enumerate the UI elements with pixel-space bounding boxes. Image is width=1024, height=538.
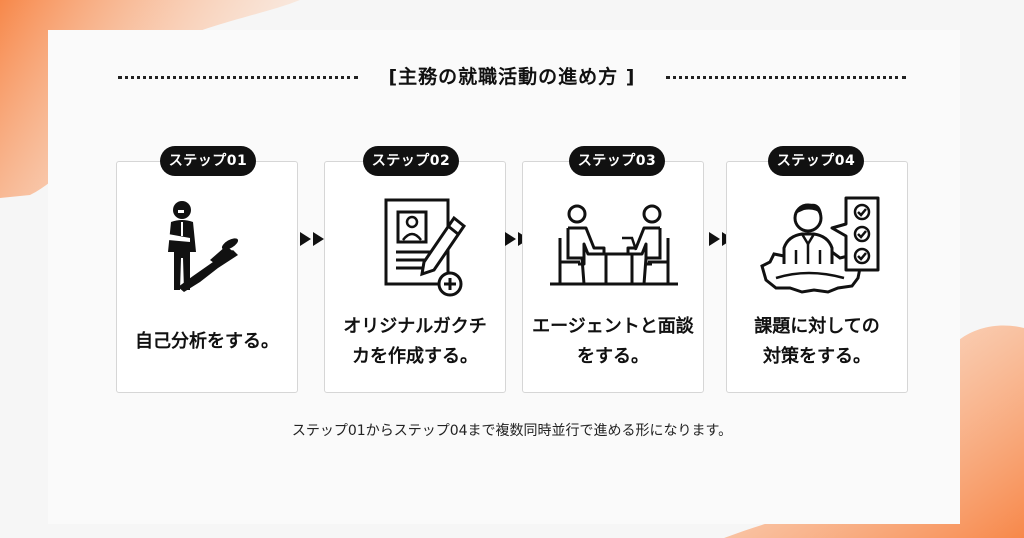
step-card-03: エージェントと面談 をする。 xyxy=(522,161,704,393)
step-badge-01: ステップ01 xyxy=(160,146,256,176)
thinking-person-shadow-icon xyxy=(168,201,239,292)
step-card-01: 自己分析をする。 xyxy=(116,161,298,393)
dotted-divider-right xyxy=(666,76,906,79)
step-badge-04: ステップ04 xyxy=(768,146,864,176)
step-badge-02: ステップ02 xyxy=(363,146,459,176)
page-title: [主務の就職活動の進め方 ] xyxy=(368,62,656,92)
double-arrow-icon xyxy=(300,232,324,246)
footnote-text: ステップ01からステップ04まで複数同時並行で進める形になります。 xyxy=(291,423,733,439)
gears-checklist-icon xyxy=(760,196,880,294)
step-badge-03: ステップ03 xyxy=(569,146,665,176)
interview-meeting-icon xyxy=(550,204,678,286)
step-card-04: 課題に対しての 対策をする。 xyxy=(726,161,908,393)
resume-pencil-icon xyxy=(384,198,467,297)
dotted-divider-left xyxy=(118,76,358,79)
title-row: [主務の就職活動の進め方 ] xyxy=(118,62,906,92)
step-card-02: オリジナルガクチ カを作成する。 xyxy=(324,161,506,393)
step-label-04: 課題に対しての 対策をする。 xyxy=(754,316,880,367)
step-label-01: 自己分析をする。 xyxy=(135,331,279,352)
step-label-02: オリジナルガクチ カを作成する。 xyxy=(343,316,487,367)
step-label-03: エージェントと面談 をする。 xyxy=(532,316,694,367)
